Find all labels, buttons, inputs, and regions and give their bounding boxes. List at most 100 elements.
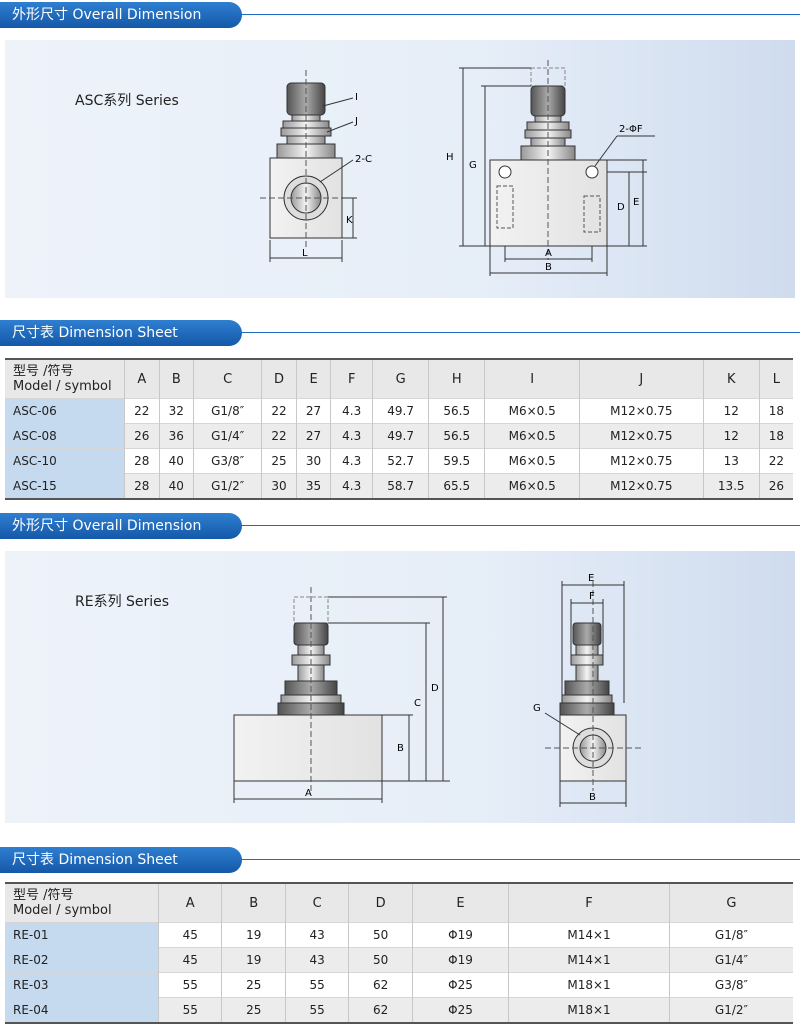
col-header: C [284,883,349,923]
value-cell: 25 [261,448,297,474]
value-cell: M12×0.75 [579,473,704,499]
col-header: B [158,359,194,399]
value-cell: 22 [124,398,160,424]
series-title: RE系列 Series [75,594,170,610]
value-cell: 40 [158,473,194,499]
value-cell: 26 [758,473,793,499]
col-header: G [668,883,793,923]
value-cell: 18 [758,423,793,449]
model-header-cn: 型号 /符号 [13,888,74,903]
model-cell: ASC-06 [5,398,125,424]
model-cell: RE-01 [5,922,159,948]
dim-label-A: A [545,248,552,259]
value-cell: 22 [758,448,793,474]
value-cell: 65.5 [428,473,485,499]
value-cell: 56.5 [428,398,485,424]
col-header: G [372,359,429,399]
section-title: 尺寸表 Dimension Sheet [0,847,242,873]
section-title: 尺寸表 Dimension Sheet [0,320,242,346]
value-cell: 55 [284,972,349,998]
value-cell: 59.5 [428,448,485,474]
value-cell: G1/8″ [668,922,793,948]
value-cell: M6×0.5 [484,398,580,424]
col-header: L [758,359,793,399]
value-cell: 52.7 [372,448,429,474]
col-header: E [295,359,331,399]
dim-label-J: J [354,116,358,127]
value-cell: 43 [284,922,349,948]
value-cell: Φ19 [411,922,509,948]
model-header: 型号 /符号 Model / symbol [5,359,125,399]
value-cell: M14×1 [508,947,670,973]
value-cell: M18×1 [508,997,670,1023]
dim-label-D: D [431,683,439,694]
value-cell: 12 [702,398,760,424]
model-cell: ASC-15 [5,473,125,499]
re-side-view: E F G B [533,573,641,807]
value-cell: G3/8″ [193,448,262,474]
asc-side-view: H G D E 2-ΦF A B [446,60,655,276]
value-cell: 28 [124,448,160,474]
value-cell: 12 [702,423,760,449]
col-header: H [428,359,485,399]
value-cell: 50 [348,922,413,948]
value-cell: 49.7 [372,398,429,424]
col-header: F [508,883,670,923]
value-cell: 4.3 [330,398,373,424]
value-cell: 27 [295,423,331,449]
diagram-panel-asc: ASC系列 Series L [5,40,795,298]
value-cell: 35 [295,473,331,499]
table-header-row: 型号 /符号 Model / symbol A B C D E F G H I … [5,359,793,399]
dim-label-B2: B [589,792,596,803]
dim-label-C: C [414,698,421,709]
value-cell: 45 [157,947,222,973]
dim-label-L: L [302,248,308,259]
col-header: J [579,359,704,399]
header-rule [235,525,800,526]
asc-front-view: L K I J 2-C [260,70,372,262]
dim-label-B: B [545,262,552,273]
value-cell: 22 [261,398,297,424]
section-header-overall-2: 外形尺寸 Overall Dimension [0,513,800,539]
dim-label-G: G [533,703,541,714]
value-cell: Φ25 [411,997,509,1023]
value-cell: 45 [157,922,222,948]
value-cell: 55 [157,972,222,998]
value-cell: 27 [295,398,331,424]
model-header: 型号 /符号 Model / symbol [5,883,159,923]
value-cell: G1/2″ [193,473,262,499]
dim-label-E: E [588,573,594,584]
col-header: D [348,883,413,923]
value-cell: M6×0.5 [484,448,580,474]
section-title: 外形尺寸 Overall Dimension [0,2,242,28]
value-cell: 30 [261,473,297,499]
series-title: ASC系列 Series [75,93,179,109]
value-cell: 4.3 [330,423,373,449]
value-cell: 56.5 [428,423,485,449]
section-header-sheet-2: 尺寸表 Dimension Sheet [0,847,800,873]
value-cell: 13 [702,448,760,474]
value-cell: 4.3 [330,448,373,474]
asc-dimension-table: 型号 /符号 Model / symbol A B C D E F G H I … [5,358,793,500]
value-cell: 40 [158,448,194,474]
header-rule [235,332,800,333]
value-cell: 30 [295,448,331,474]
value-cell: 22 [261,423,297,449]
dim-label-H: H [446,152,454,163]
value-cell: 13.5 [702,473,760,499]
value-cell: 55 [157,997,222,1023]
value-cell: G1/8″ [193,398,262,424]
re-front-view: A B C D [233,587,450,803]
model-header-en: Model / symbol [13,903,112,918]
value-cell: 50 [348,947,413,973]
section-header-sheet-1: 尺寸表 Dimension Sheet [0,320,800,346]
value-cell: 62 [348,997,413,1023]
value-cell: 36 [158,423,194,449]
re-dimension-table: 型号 /符号 Model / symbol A B C D E F G RE-0… [5,882,793,1024]
header-rule [235,14,800,15]
